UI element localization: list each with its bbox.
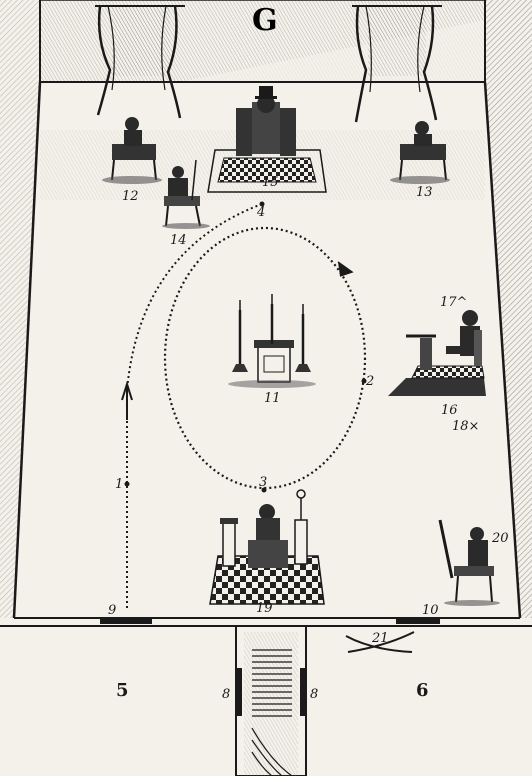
right-window-curtain: [352, 5, 442, 123]
label-10: 10: [422, 603, 439, 618]
label-11: 11: [264, 391, 281, 406]
staircase: [235, 625, 307, 776]
point-3: [261, 487, 267, 493]
marker-9: [100, 618, 152, 624]
label-6: 6: [416, 680, 429, 701]
label-8-right: 8: [310, 687, 318, 702]
label-2: 2: [365, 374, 374, 389]
circuit-arrow: [337, 261, 354, 277]
altar-with-candles: [228, 294, 316, 388]
label-3: 3: [259, 475, 267, 490]
label-19: 19: [256, 601, 273, 616]
senior-warden-station: [388, 310, 486, 396]
crossed-swords: [345, 631, 415, 653]
senior-deacon-chair: [162, 159, 210, 229]
treasurer-desk: [390, 121, 450, 184]
point-1: [124, 481, 130, 487]
label-1: 1: [115, 477, 123, 492]
label-13: 13: [416, 185, 433, 200]
junior-warden-station: [209, 489, 325, 605]
right-wall: [483, 0, 532, 619]
label-12: 12: [122, 189, 139, 204]
path-arrow-up: [121, 380, 133, 401]
point-4: [259, 201, 265, 207]
marker-10: [396, 618, 440, 624]
junior-deacon-chair: [438, 519, 500, 606]
label-5: 5: [116, 680, 129, 701]
left-wall: [0, 0, 42, 619]
masters-throne: [207, 86, 327, 193]
label-9: 9: [108, 603, 116, 618]
label-16: 16: [441, 403, 458, 418]
label-4: 4: [256, 205, 265, 220]
letter-g: G: [252, 3, 278, 38]
secretary-desk: [102, 117, 162, 184]
circumambulation-path: [126, 203, 263, 608]
label-17: 17^: [440, 295, 467, 310]
label-8-left: 8: [222, 687, 230, 702]
label-21: 21: [371, 631, 389, 646]
label-14: 14: [170, 233, 187, 248]
label-15: 15: [262, 175, 279, 190]
label-20: 20: [491, 531, 509, 546]
point-2: [361, 378, 367, 384]
label-18: 18×: [452, 419, 479, 434]
